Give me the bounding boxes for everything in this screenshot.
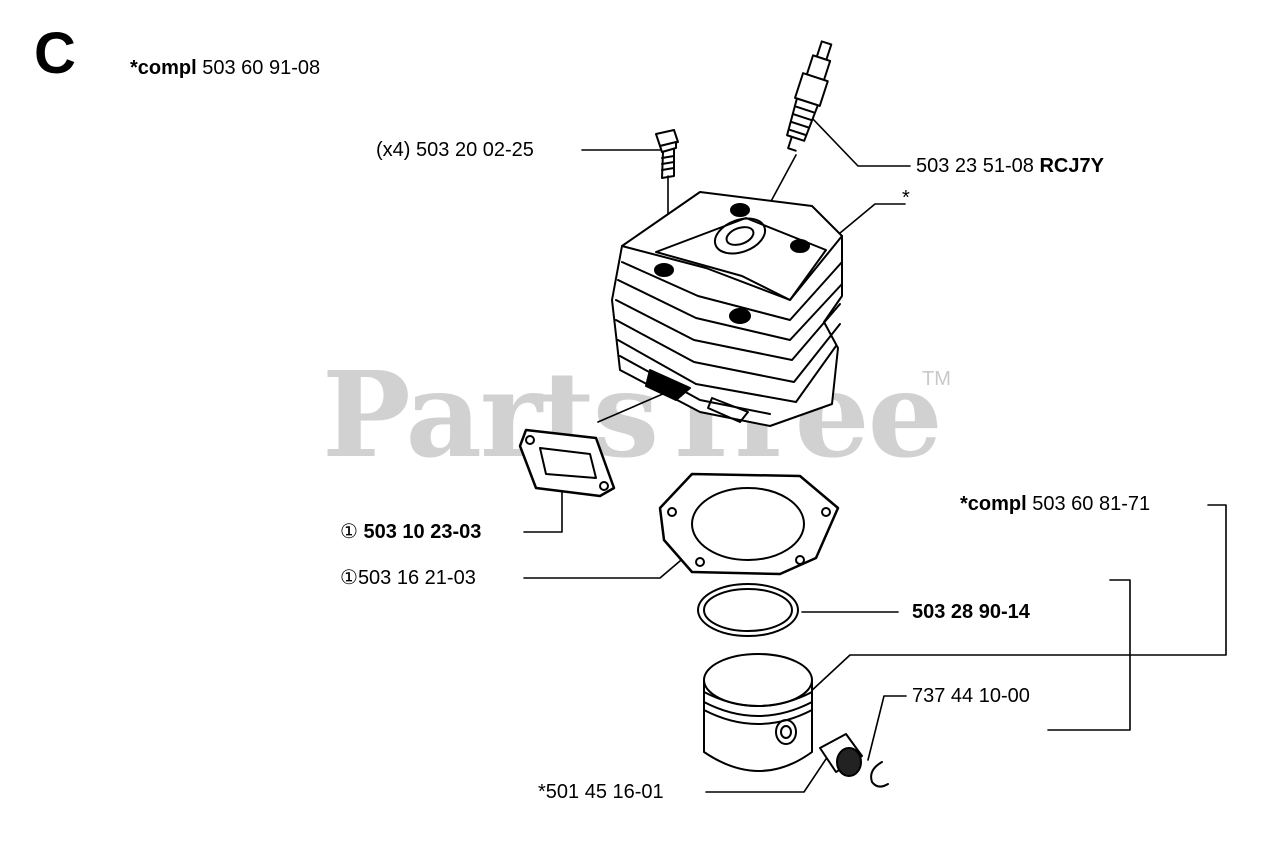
piston-ring-number: 503 28 90-14 [912, 601, 1030, 623]
leader-lines [523, 117, 1227, 793]
circlip-label[interactable]: 737 44 10-00 [912, 684, 1030, 708]
piston-drawing [703, 653, 813, 772]
section-letter: C [34, 21, 76, 86]
screw-number: 503 20 02-25 [416, 139, 534, 161]
screw-qty: (x4) [376, 139, 411, 161]
assembly-piston-number: 503 60 81-71 [1032, 493, 1151, 515]
base-gasket-label[interactable]: ①503 16 21-03 [340, 566, 476, 590]
needle-bearing-number: *501 45 16-01 [538, 781, 664, 803]
screw-label[interactable]: (x4) 503 20 02-25 [376, 138, 534, 162]
muffler-gasket-marker: ① [340, 521, 358, 543]
spark-plug-number: 503 23 51-08 [916, 155, 1034, 177]
circlip-drawing [870, 761, 889, 788]
base-gasket-marker: ① [340, 567, 358, 589]
spark-plug-code: RCJ7Y [1039, 155, 1104, 177]
muffler-gasket-label[interactable]: ① 503 10 23-03 [340, 520, 481, 544]
base-gasket-number: 503 16 21-03 [357, 567, 476, 589]
cylinder-marker[interactable]: * [902, 187, 910, 209]
spark-plug-label[interactable]: 503 23 51-08 RCJ7Y [916, 154, 1104, 178]
assembly-piston-label[interactable]: *compl 503 60 81-71 [960, 492, 1150, 516]
piston-ring-label[interactable]: 503 28 90-14 [912, 600, 1030, 624]
assembly-main-prefix: *compl [130, 57, 197, 79]
spark-plug-drawing [786, 40, 833, 152]
cylinder-drawing [611, 191, 843, 427]
assembly-main-label: *compl 503 60 91-08 [130, 56, 320, 80]
piston-ring-drawing [697, 583, 799, 637]
needle-bearing-label[interactable]: *501 45 16-01 [538, 780, 664, 804]
muffler-gasket-drawing [518, 428, 616, 498]
watermark-trademark: TM [922, 368, 951, 390]
base-gasket-drawing [658, 472, 840, 576]
needle-bearing-drawing [819, 733, 863, 777]
assembly-piston-prefix: *compl [960, 493, 1027, 515]
assembly-main-number: 503 60 91-08 [202, 57, 321, 79]
circlip-number: 737 44 10-00 [912, 685, 1030, 707]
screw-drawing [655, 129, 679, 179]
muffler-gasket-number: 503 10 23-03 [363, 521, 482, 543]
